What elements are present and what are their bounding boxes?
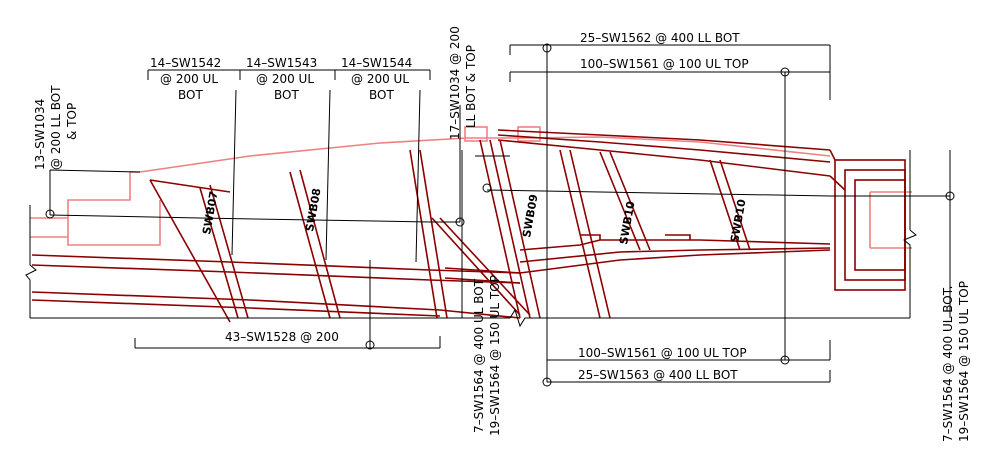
- callout-sw1542-spacing: @ 200 UL: [160, 72, 218, 86]
- callout-sw1562: 25–SW1562 @ 400 LL BOT: [580, 31, 740, 45]
- callout-sw1544: 14–SW1544: [341, 56, 412, 70]
- callout-sw1034-left-2: @ 200 LL BOT: [49, 85, 63, 170]
- bar-mark: [542, 377, 552, 387]
- callout-sw1542-layer: BOT: [178, 88, 203, 102]
- callout-sw1544-spacing: @ 200 UL: [351, 72, 409, 86]
- callout-sw1542: 14–SW1542: [150, 56, 221, 70]
- bar-mark: [542, 43, 552, 53]
- callout-sw1034-left-1: 13–SW1034: [33, 99, 47, 170]
- bar-mark: [45, 209, 55, 219]
- existing-outline: [30, 126, 912, 249]
- bar-mark: [780, 355, 790, 365]
- callout-sw1564-right-2: 19–SW1564 @ 150 UL TOP: [957, 281, 971, 442]
- callout-sw1564-mid-1: 7–SW1564 @ 400 UL BOT: [472, 278, 486, 433]
- callout-sw1034-mid-2: LL BOT & TOP: [464, 45, 478, 128]
- callout-sw1543: 14–SW1543: [246, 56, 317, 70]
- callout-sw1564-right-1: 7–SW1564 @ 400 UL BOT.: [941, 286, 955, 442]
- bar-mark: [780, 67, 790, 77]
- callout-sw1563: 25–SW1563 @ 400 LL BOT: [578, 368, 738, 382]
- callout-sw1543-spacing: @ 200 UL: [256, 72, 314, 86]
- callout-sw1543-layer: BOT: [274, 88, 299, 102]
- bar-marks: [45, 43, 955, 387]
- beam-label-swb09: SWB09: [520, 193, 540, 238]
- callout-sw1034-left-3: & TOP: [65, 103, 79, 140]
- leader-lines: [134, 44, 951, 383]
- bar-mark: [365, 340, 375, 350]
- beam-outline: [31, 129, 906, 323]
- bar-mark: [455, 217, 465, 227]
- reference-lines: [25, 150, 950, 328]
- callout-sw1034-mid-1: 17–SW1034 @ 200: [448, 26, 462, 140]
- callout-sw1561-bottom: 100–SW1561 @ 100 UL TOP: [578, 346, 747, 360]
- callout-sw1528: 43–SW1528 @ 200: [225, 330, 339, 344]
- bar-mark: [482, 183, 492, 193]
- callout-sw1561-top: 100–SW1561 @ 100 UL TOP: [580, 57, 749, 71]
- callout-sw1544-layer: BOT: [369, 88, 394, 102]
- callout-sw1564-mid-2: 19–SW1564 @ 150 UL TOP: [488, 275, 502, 436]
- bar-mark: [945, 191, 955, 201]
